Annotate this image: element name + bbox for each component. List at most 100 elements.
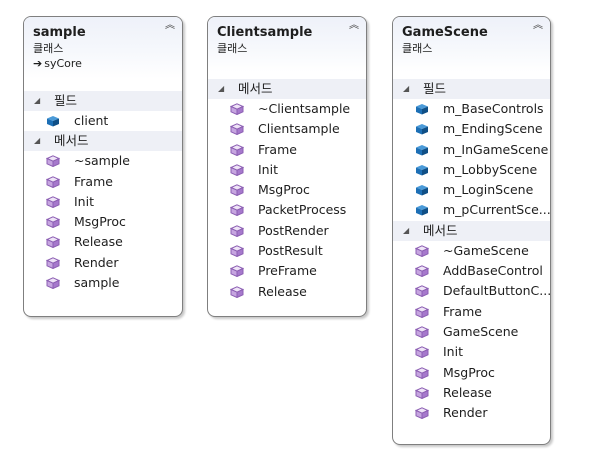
chevron-double-up-icon[interactable]: ︽ bbox=[165, 20, 175, 31]
field-row[interactable]: m_BaseControls bbox=[393, 99, 550, 119]
section-methods[interactable]: ◢ 메서드 bbox=[393, 220, 550, 241]
method-row[interactable]: PacketProcess bbox=[208, 200, 366, 220]
method-cube-icon bbox=[415, 387, 429, 399]
triangle-collapse-icon[interactable]: ◢ bbox=[34, 136, 41, 146]
triangle-collapse-icon[interactable]: ◢ bbox=[218, 84, 225, 93]
class-title: GameScene bbox=[402, 25, 488, 40]
method-row[interactable]: Init bbox=[24, 192, 182, 212]
section-label: 메서드 bbox=[238, 81, 273, 96]
method-row[interactable]: Release bbox=[393, 383, 550, 403]
method-row[interactable]: MsgProc bbox=[208, 180, 366, 200]
triangle-collapse-icon[interactable]: ◢ bbox=[403, 84, 410, 93]
method-row[interactable]: Release bbox=[208, 282, 366, 302]
method-cube-icon bbox=[46, 176, 60, 188]
section-methods[interactable]: ◢ 메서드 bbox=[208, 79, 366, 99]
method-row[interactable]: GameScene bbox=[393, 322, 550, 342]
method-name: Render bbox=[443, 405, 488, 421]
method-name: ~sample bbox=[74, 153, 130, 169]
method-row[interactable]: sample bbox=[24, 273, 182, 293]
method-row[interactable]: Init bbox=[393, 342, 550, 362]
method-name: PacketProcess bbox=[258, 202, 347, 218]
method-row[interactable]: PostResult bbox=[208, 241, 366, 261]
method-cube-icon bbox=[415, 285, 429, 297]
method-name: AddBaseControl bbox=[443, 263, 543, 279]
method-name: GameScene bbox=[443, 323, 519, 339]
class-kind: 클래스 bbox=[217, 42, 248, 55]
method-row[interactable]: MsgProc bbox=[393, 363, 550, 383]
field-name: m_LobbyScene bbox=[443, 161, 538, 177]
method-row[interactable]: Frame bbox=[24, 172, 182, 192]
field-cube-icon bbox=[415, 103, 429, 115]
class-box-gamescene[interactable]: GameScene 클래스 ︽ ◢ 필드 m_BaseControls m_En… bbox=[392, 16, 551, 445]
triangle-collapse-icon[interactable]: ◢ bbox=[34, 96, 41, 105]
chevron-double-up-icon[interactable]: ︽ bbox=[533, 20, 543, 31]
method-row[interactable]: ~Clientsample bbox=[208, 99, 366, 119]
method-cube-icon bbox=[46, 257, 60, 269]
method-row[interactable]: Render bbox=[24, 253, 182, 273]
method-name: Frame bbox=[443, 303, 482, 319]
class-header: GameScene 클래스 ︽ bbox=[393, 17, 550, 72]
method-row[interactable]: MsgProc bbox=[24, 212, 182, 232]
field-name: client bbox=[74, 113, 109, 128]
field-row[interactable]: m_pCurrentSce... bbox=[393, 200, 550, 220]
class-box-sample[interactable]: sample 클래스 ➔syCore ︽ ◢ 필드 client ◢ 메서드 ~… bbox=[23, 16, 183, 317]
field-row[interactable]: client bbox=[24, 111, 182, 131]
method-name: MsgProc bbox=[443, 364, 495, 380]
class-kind: 클래스 bbox=[33, 42, 64, 55]
field-name: m_InGameScene bbox=[443, 141, 549, 157]
method-row[interactable]: Frame bbox=[393, 302, 550, 322]
method-name: ~GameScene bbox=[443, 242, 529, 258]
section-label: 필드 bbox=[54, 93, 78, 108]
method-name: Init bbox=[443, 344, 463, 360]
base-class: ➔syCore bbox=[33, 57, 82, 70]
field-name: m_BaseControls bbox=[443, 101, 544, 116]
field-cube-icon bbox=[46, 115, 60, 127]
method-row[interactable]: AddBaseControl bbox=[393, 261, 550, 281]
method-row[interactable]: Render bbox=[393, 403, 550, 423]
method-row[interactable]: DefaultButtonC... bbox=[393, 281, 550, 301]
method-row[interactable]: PreFrame bbox=[208, 261, 366, 281]
triangle-collapse-icon[interactable]: ◢ bbox=[403, 225, 410, 235]
method-cube-icon bbox=[415, 367, 429, 379]
class-header: sample 클래스 ➔syCore ︽ bbox=[24, 17, 182, 79]
method-row[interactable]: Clientsample bbox=[208, 119, 366, 139]
method-cube-icon bbox=[230, 123, 244, 135]
method-cube-icon bbox=[46, 236, 60, 248]
method-row[interactable]: Init bbox=[208, 160, 366, 180]
method-name: Render bbox=[74, 254, 119, 270]
method-cube-icon bbox=[230, 204, 244, 216]
method-name: DefaultButtonC... bbox=[443, 283, 551, 299]
field-row[interactable]: m_EndingScene bbox=[393, 119, 550, 139]
method-row[interactable]: ~GameScene bbox=[393, 241, 550, 261]
method-cube-icon bbox=[415, 306, 429, 318]
method-name: ~Clientsample bbox=[258, 101, 351, 116]
method-row[interactable]: Frame bbox=[208, 140, 366, 160]
field-row[interactable]: m_InGameScene bbox=[393, 140, 550, 160]
field-cube-icon bbox=[415, 204, 429, 216]
method-name: MsgProc bbox=[258, 182, 310, 198]
inheritance-arrow-icon: ➔ bbox=[33, 57, 43, 70]
method-name: Init bbox=[258, 161, 278, 177]
field-row[interactable]: m_LoginScene bbox=[393, 180, 550, 200]
section-fields[interactable]: ◢ 필드 bbox=[24, 91, 182, 111]
class-box-clientsample[interactable]: Clientsample 클래스 ︽ ◢ 메서드 ~Clientsample C… bbox=[207, 16, 367, 317]
section-methods[interactable]: ◢ 메서드 bbox=[24, 131, 182, 152]
method-row[interactable]: Release bbox=[24, 232, 182, 252]
method-name: Release bbox=[74, 234, 123, 250]
method-name: PostResult bbox=[258, 243, 323, 259]
method-cube-icon bbox=[415, 265, 429, 277]
method-row[interactable]: PostRender bbox=[208, 221, 366, 241]
method-cube-icon bbox=[230, 164, 244, 176]
class-header: Clientsample 클래스 ︽ bbox=[208, 17, 366, 72]
field-cube-icon bbox=[415, 144, 429, 156]
method-cube-icon bbox=[46, 277, 60, 289]
method-name: Init bbox=[74, 193, 94, 209]
field-cube-icon bbox=[415, 184, 429, 196]
method-row[interactable]: ~sample bbox=[24, 151, 182, 171]
method-cube-icon bbox=[230, 103, 244, 115]
field-row[interactable]: m_LobbyScene bbox=[393, 160, 550, 180]
chevron-double-up-icon[interactable]: ︽ bbox=[349, 20, 359, 31]
method-cube-icon bbox=[230, 286, 244, 298]
section-fields[interactable]: ◢ 필드 bbox=[393, 79, 550, 99]
method-cube-icon bbox=[46, 155, 60, 167]
